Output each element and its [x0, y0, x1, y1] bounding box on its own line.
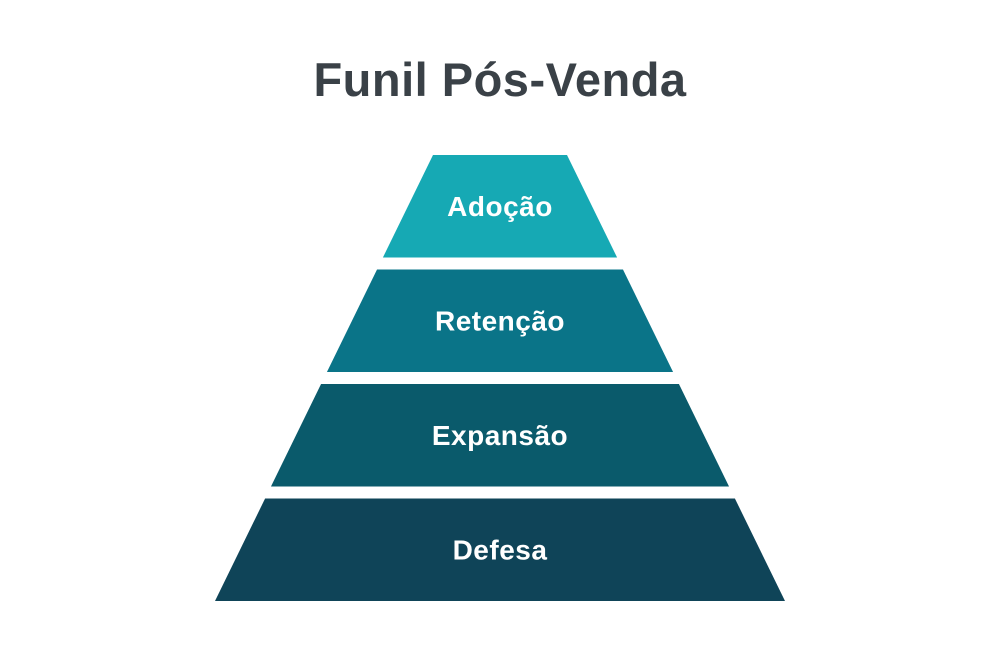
funnel-layer-label: Adoção	[447, 191, 553, 222]
funnel-layer-label: Retenção	[435, 305, 565, 336]
funnel-layer-shape	[382, 155, 618, 258]
funnel-layer-shape	[326, 269, 674, 372]
funnel-layer-shape	[270, 384, 730, 487]
funnel-layer-label: Defesa	[453, 534, 548, 565]
funnel-layer-shape	[215, 498, 785, 601]
page-title: Funil Pós-Venda	[313, 53, 687, 106]
funnel-layer-label: Expansão	[432, 420, 568, 451]
